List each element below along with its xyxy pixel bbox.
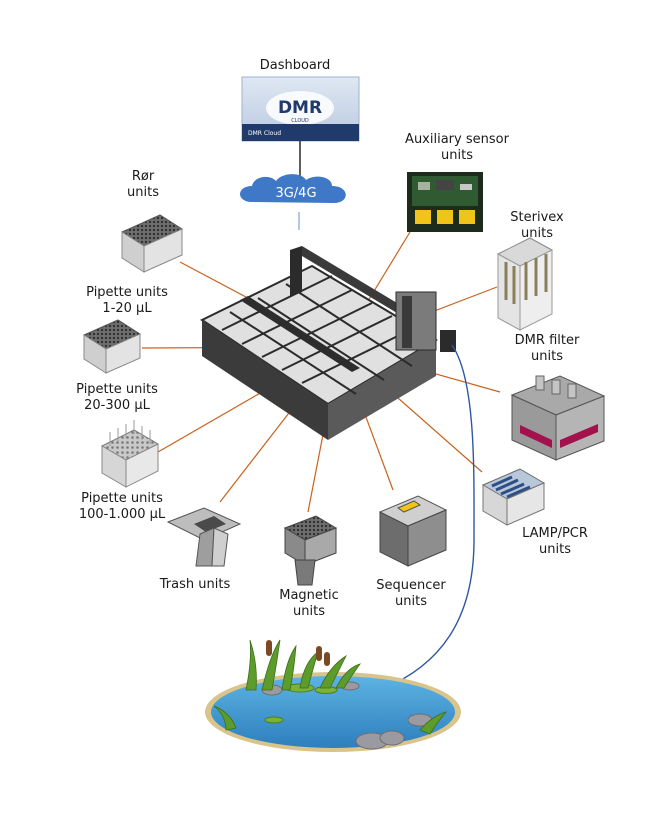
- pond-illustration: [205, 639, 461, 752]
- sterivex-label-line1: Sterivex: [510, 210, 564, 225]
- dashboard-panel[interactable]: DMR CLOUD DMR Cloud: [241, 76, 360, 142]
- dmr-filter-label-line1: DMR filter: [514, 333, 580, 348]
- dashboard-strip: [242, 124, 359, 141]
- robot-platform-icon: [199, 246, 456, 440]
- network-cloud-icon: 3G/4G: [240, 174, 346, 203]
- aux-sensor-label-line1: Auxiliary sensor: [405, 132, 509, 147]
- dmr-filter-label-line2: units: [531, 349, 563, 364]
- aux-sensor-label-line2: units: [441, 148, 473, 163]
- dashboard-strip-text: DMR Cloud: [248, 130, 281, 137]
- pipette-1-20-label-line2: 1-20 µL: [102, 301, 152, 316]
- sterivex-label: Sterivex units: [497, 210, 577, 242]
- ror-label: Rør units: [118, 169, 168, 201]
- magnetic-unit-icon: [283, 515, 338, 586]
- pipette-100-1000-unit-icon: [100, 420, 160, 488]
- lamp-pcr-label-line1: LAMP/PCR: [522, 526, 588, 541]
- magnetic-label: Magnetic units: [269, 588, 349, 620]
- dmr-cloud-logo-icon: [266, 91, 334, 125]
- sterivex-unit-icon: [496, 237, 554, 331]
- dmr-filter-unit-icon: [510, 375, 606, 461]
- sterivex-label-line2: units: [521, 226, 553, 241]
- aux-sensor-label: Auxiliary sensor units: [392, 132, 522, 164]
- pipette-100-1000-label-line1: Pipette units: [81, 491, 163, 506]
- pipette-100-1000-label: Pipette units 100-1.000 µL: [62, 491, 182, 523]
- sampling-cable: [379, 344, 475, 691]
- ror-label-line2: units: [127, 185, 159, 200]
- pipette-1-20-unit-icon: [82, 319, 142, 374]
- magnetic-label-line2: units: [293, 604, 325, 619]
- dashboard-logo-text: DMR: [278, 98, 322, 118]
- dashboard-logo-sub: CLOUD: [291, 118, 309, 124]
- magnetic-label-line1: Magnetic: [279, 588, 339, 603]
- sequencer-label-line2: units: [395, 594, 427, 609]
- trash-label-line1: Trash units: [159, 577, 231, 592]
- sequencer-unit-icon: [378, 495, 448, 567]
- sequencer-label: Sequencer units: [366, 578, 456, 610]
- pipette-1-20-label: Pipette units 1-20 µL: [72, 285, 182, 317]
- gantry-rail-left: [240, 296, 360, 372]
- pipette-20-300-label-line2: 20-300 µL: [84, 398, 150, 413]
- network-label: 3G/4G: [275, 186, 316, 201]
- dashboard-label: Dashboard: [259, 58, 331, 73]
- trash-label: Trash units: [150, 577, 240, 593]
- dmr-filter-label: DMR filter units: [502, 333, 592, 365]
- lamp-pcr-label: LAMP/PCR units: [510, 526, 600, 558]
- sequencer-label-line1: Sequencer: [376, 578, 446, 593]
- lamp-pcr-label-line2: units: [539, 542, 571, 557]
- trash-unit-icon: [166, 507, 242, 567]
- ror-label-line1: Rør: [131, 169, 155, 184]
- lamp-pcr-unit-icon: [481, 468, 546, 526]
- pipette-1-20-label-line1: Pipette units: [86, 285, 168, 300]
- pipette-20-300-label-line1: Pipette units: [76, 382, 158, 397]
- pipette-20-300-label: Pipette units 20-300 µL: [62, 382, 172, 414]
- pipette-100-1000-label-line2: 100-1.000 µL: [78, 507, 166, 522]
- aux-sensor-board-icon: [407, 172, 483, 232]
- ror-unit-icon: [120, 214, 184, 273]
- reeds-icon: [213, 639, 448, 735]
